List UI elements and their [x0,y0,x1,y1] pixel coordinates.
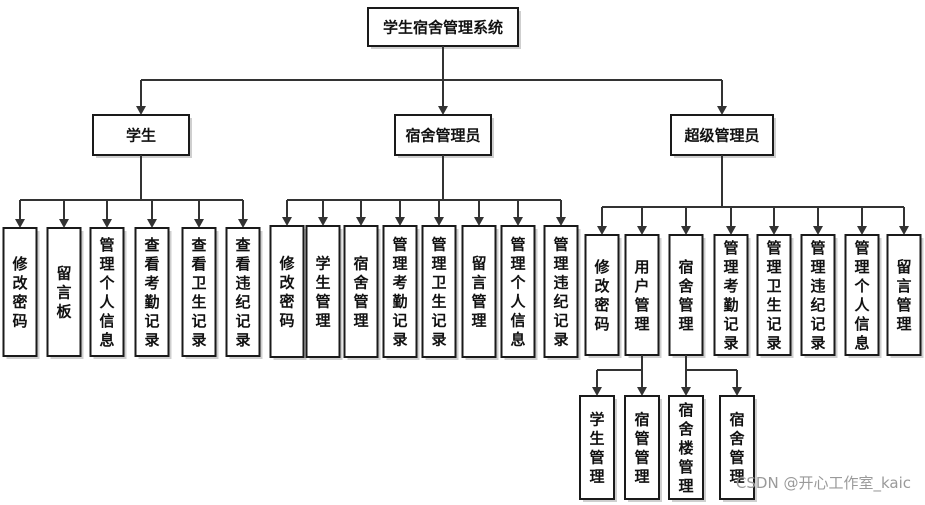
function-node-2-1-label: 用户管理 [634,258,649,333]
function-node-2-2-label: 宿舍管理 [678,258,694,333]
function-node-1-5-label: 留言管理 [471,255,486,330]
function-node-0-5: 查看违纪记录 [225,227,263,359]
function-node-0-3-label: 查看考勤记录 [144,236,160,349]
function-node-0-2: 管理个人信息 [89,227,127,359]
function-node-1-0: 修改密码 [269,225,307,360]
arrow-head [318,217,328,226]
arrow-head [356,217,366,226]
role-node-2: 超级管理员 [670,114,776,158]
arrow-head [434,217,444,226]
function-node-0-4-label: 查看卫生记录 [191,236,207,349]
function-node-1-3-label: 管理考勤记录 [392,236,407,349]
function-node-1-6-label: 管理个人信息 [509,236,526,349]
arrow-head [194,219,204,228]
function-node-1-3: 管理考勤记录 [382,225,420,360]
function-node-1-5: 留言管理 [461,225,499,360]
arrow-head [592,387,602,396]
arrow-head [899,226,909,235]
sub-function-node-1-0: 宿舍楼管理 [668,395,706,502]
function-node-2-4: 管理卫生记录 [756,234,794,358]
watermark: CSDN @开心工作室_kaic [735,474,911,492]
function-node-2-5-label: 管理违纪记录 [810,239,825,352]
arrow-head [597,226,607,235]
function-node-2-6-label: 管理个人信息 [853,239,870,352]
function-node-2-0: 修改密码 [584,234,622,358]
function-node-2-4-label: 管理卫生记录 [766,239,781,352]
function-node-1-2: 宿舍管理 [343,225,381,360]
arrow-head [513,217,523,226]
arrow-head [637,387,647,396]
role-node-2-label: 超级管理员 [683,126,759,144]
root-node: 学生宿舍管理系统 [367,7,521,49]
function-node-0-5-label: 查看违纪记录 [235,236,251,349]
arrow-head [282,217,292,226]
function-node-1-1: 学生管理 [305,225,343,360]
arrow-head [102,219,112,228]
arrow-head [681,387,691,396]
arrow-head [857,226,867,235]
arrow-head [726,226,736,235]
arrow-head [15,219,25,228]
function-node-2-3-label: 管理考勤记录 [723,239,738,352]
function-node-2-7-label: 留言管理 [896,258,911,333]
sub-function-node-1-1: 宿舍管理 [719,395,757,502]
function-node-2-7: 留言管理 [886,234,924,358]
arrow-head [59,219,69,228]
function-node-1-0-label: 修改密码 [278,255,295,330]
sub-function-node-0-0-label: 学生管理 [589,411,604,486]
arrow-head [238,219,248,228]
function-node-2-2: 宿舍管理 [668,234,706,358]
arrow-head [732,387,742,396]
arrow-head [769,226,779,235]
arrow-head [474,217,484,226]
arrow-head [438,106,448,115]
function-node-0-1-label: 留言板 [56,265,72,321]
role-node-0: 学生 [92,114,192,158]
function-node-0-0-label: 修改密码 [11,255,28,330]
role-node-0-label: 学生 [126,126,156,144]
role-node-1: 宿舍管理员 [394,114,494,158]
function-node-0-2-label: 管理个人信息 [98,236,115,349]
function-node-2-6: 管理个人信息 [844,234,882,358]
arrow-head [637,226,647,235]
arrow-head [147,219,157,228]
sub-function-node-0-0: 学生管理 [579,395,617,502]
function-node-1-6: 管理个人信息 [500,225,538,360]
root-node-label: 学生宿舍管理系统 [383,18,503,36]
sub-function-node-1-1-label: 宿舍管理 [729,411,745,486]
function-node-2-5: 管理违纪记录 [800,234,838,358]
function-node-0-0: 修改密码 [2,227,40,359]
sub-function-node-0-1-label: 宿管管理 [634,411,649,486]
function-node-1-7-label: 管理违纪记录 [553,236,568,349]
sub-function-node-1-0-label: 宿舍楼管理 [678,401,694,495]
function-node-2-0-label: 修改密码 [593,258,610,333]
function-node-1-4: 管理卫生记录 [421,225,459,360]
function-node-2-3: 管理考勤记录 [713,234,751,358]
arrow-head [395,217,405,226]
function-node-0-1: 留言板 [46,227,84,359]
arrow-head [717,106,727,115]
sub-function-node-0-1: 宿管管理 [624,395,662,502]
arrow-head [813,226,823,235]
function-node-0-4: 查看卫生记录 [181,227,219,359]
function-node-0-3: 查看考勤记录 [134,227,172,359]
function-node-2-1: 用户管理 [624,234,662,358]
arrow-head [136,106,146,115]
arrow-head [681,226,691,235]
arrow-head [556,217,566,226]
function-node-1-7: 管理违纪记录 [543,225,581,360]
function-node-1-4-label: 管理卫生记录 [431,236,446,349]
function-node-1-2-label: 宿舍管理 [353,255,369,330]
function-node-1-1-label: 学生管理 [315,255,330,330]
role-node-1-label: 宿舍管理员 [405,126,480,144]
